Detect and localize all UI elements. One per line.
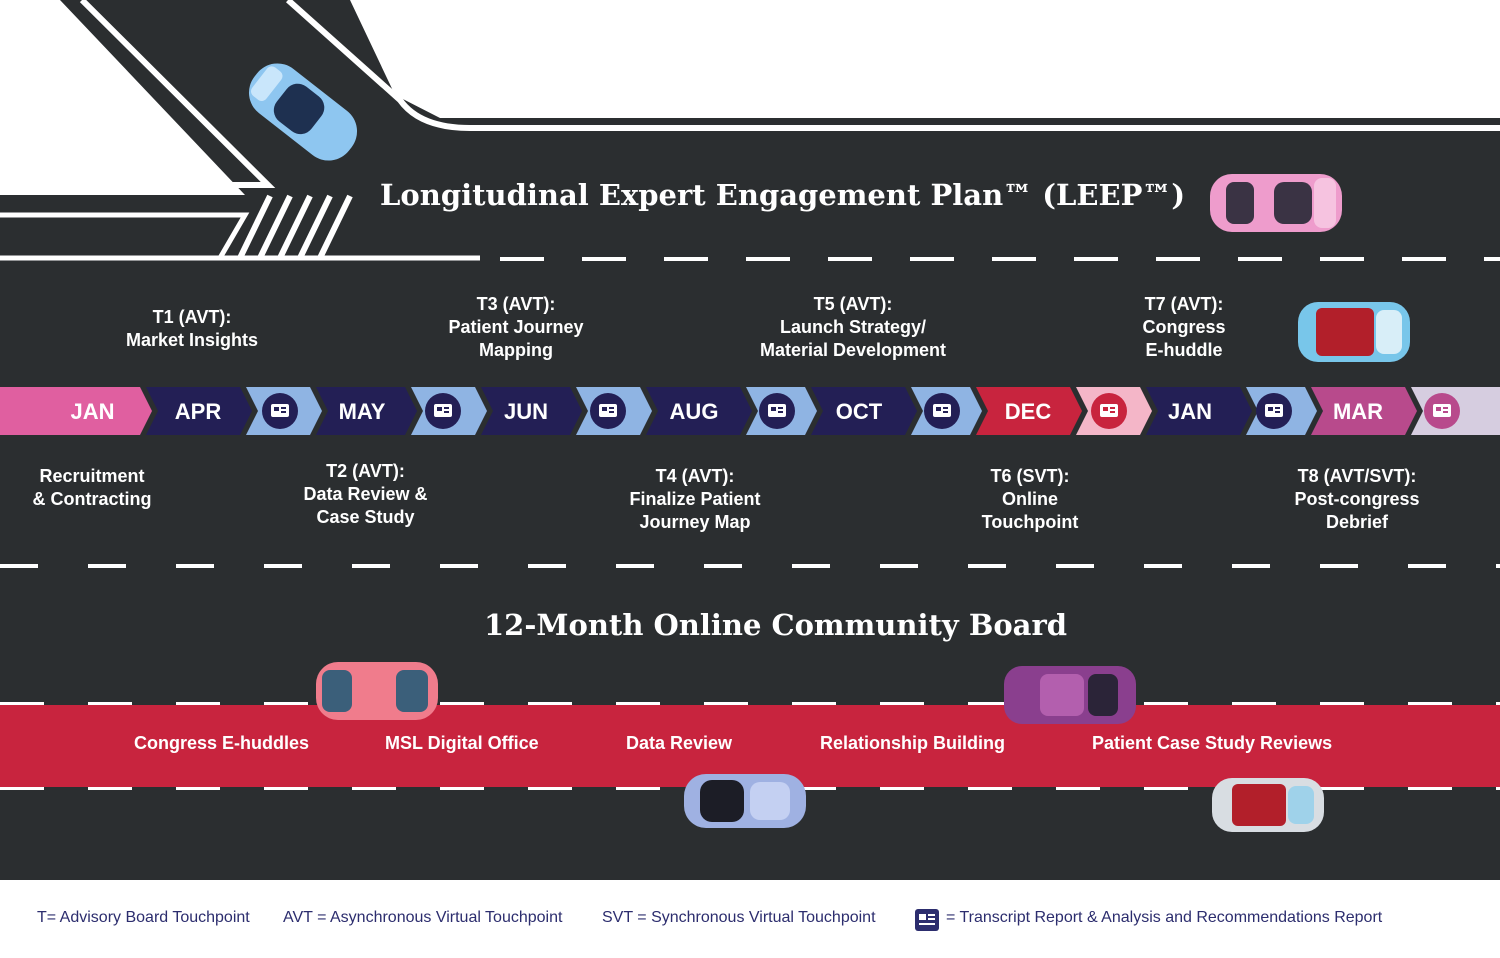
community-item-relationship-building: Relationship Building xyxy=(820,733,1005,753)
month-label: MAR xyxy=(1332,399,1384,424)
touchpoint-t2: T2 (AVT): Data Review & Case Study xyxy=(303,461,428,527)
community-item-congress-e-huddles: Congress E-huddles xyxy=(134,733,310,753)
car-icon xyxy=(684,774,806,828)
car-icon xyxy=(1298,302,1410,362)
month-label: MAY xyxy=(338,399,386,424)
community-item-data-review: Data Review xyxy=(626,733,733,753)
touchpoint-t8: T8 (AVT/SVT): Post-congress Debrief xyxy=(1294,466,1420,532)
month-label: JAN xyxy=(70,399,115,424)
touchpoint-t1: T1 (AVT): Market Insights xyxy=(125,307,259,350)
recruitment-contracting: Recruitment & Contracting xyxy=(32,466,152,509)
community-board-title: 12-Month Online Community Board xyxy=(484,608,1068,642)
legend-t: T= Advisory Board Touchpoint xyxy=(37,909,250,926)
touchpoint-t6: T6 (SVT): Online Touchpoint xyxy=(981,466,1079,532)
report-icon xyxy=(924,393,960,429)
month-label: JUN xyxy=(503,399,548,424)
report-icon xyxy=(425,393,461,429)
timeline-band xyxy=(0,387,1500,435)
touchpoint-t7: T7 (AVT): Congress E-huddle xyxy=(1142,294,1226,360)
touchpoint-t4: T4 (AVT): Finalize Patient Journey Map xyxy=(629,466,761,532)
report-icon xyxy=(590,393,626,429)
month-label: OCT xyxy=(835,399,883,424)
car-icon xyxy=(1212,778,1324,832)
community-lane xyxy=(0,705,1500,787)
legend-svt: SVT = Synchronous Virtual Touchpoint xyxy=(602,909,876,926)
month-label: DEC xyxy=(1004,399,1052,424)
report-icon xyxy=(1256,393,1292,429)
touchpoint-t5: T5 (AVT): Launch Strategy/ Material Deve… xyxy=(759,294,947,360)
report-icon xyxy=(1091,393,1127,429)
legend-avt: AVT = Asynchronous Virtual Touchpoint xyxy=(283,909,563,926)
month-label: AUG xyxy=(669,399,719,424)
car-icon xyxy=(316,662,438,720)
report-icon xyxy=(262,393,298,429)
car-icon xyxy=(248,63,358,161)
touchpoint-t3: T3 (AVT): Patient Journey Mapping xyxy=(448,294,584,360)
car-icon xyxy=(1004,666,1136,724)
leep-title: Longitudinal Expert Engagement Plan™ (LE… xyxy=(380,178,1186,212)
legend-report: = Transcript Report & Analysis and Recom… xyxy=(946,909,1383,926)
report-icon xyxy=(759,393,795,429)
report-icon xyxy=(1424,393,1460,429)
month-label: JAN xyxy=(1167,399,1212,424)
community-item-msl-digital-office: MSL Digital Office xyxy=(385,733,539,753)
month-label: APR xyxy=(174,399,222,424)
car-icon xyxy=(1210,174,1342,232)
community-item-patient-case-study-reviews: Patient Case Study Reviews xyxy=(1092,733,1333,753)
report-icon xyxy=(915,909,939,931)
